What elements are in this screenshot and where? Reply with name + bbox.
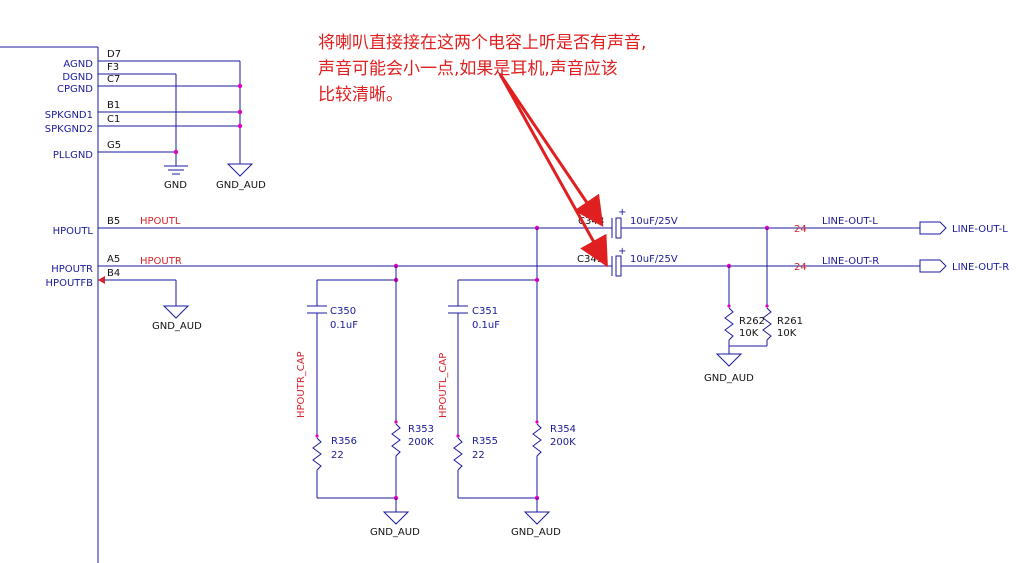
annotation-line-2: 声音可能会小一点,如果是耳机,声音应该 xyxy=(318,59,618,79)
c348-value: 10uF/25V xyxy=(630,216,678,227)
r261-value: 10K xyxy=(777,328,797,339)
c351-ref: C351 xyxy=(472,306,498,317)
c351-value: 0.1uF xyxy=(472,320,500,331)
c349-plus: + xyxy=(618,246,626,257)
gnd-aud-label-top: GND_AUD xyxy=(216,180,266,191)
pin-name-spkgnd2: SPKGND2 xyxy=(45,124,93,135)
pin-number-a5: A5 xyxy=(107,254,120,265)
hp-output-wires: HPOUTL HPOUTR GND_AUD xyxy=(98,216,612,332)
pin-name-hpoutfb: HPOUTFB xyxy=(46,278,94,289)
off-page-connectors: 24 LINE-OUT-L LINE-OUT-L 24 LINE-OUT-R L… xyxy=(794,216,1009,273)
r356-ref: R356 xyxy=(331,436,357,447)
r355-ref: R355 xyxy=(472,436,498,447)
pin-number-d7: D7 xyxy=(107,49,121,60)
ic-pin-names: AGND DGND CPGND SPKGND1 SPKGND2 PLLGND H… xyxy=(45,59,94,289)
page-ref-l: 24 xyxy=(794,224,807,235)
gnd-aud-label-l: GND_AUD xyxy=(511,527,561,538)
net-label-hpoutr-cap: HPOUTR_CAP xyxy=(296,351,307,418)
pin-name-hpoutr: HPOUTR xyxy=(51,264,93,275)
gnd-aud-symbol-top: GND_AUD xyxy=(216,163,266,191)
gnd-label: GND xyxy=(164,180,187,191)
net-label-line-out-l: LINE-OUT-L xyxy=(822,216,878,227)
r356-value: 22 xyxy=(331,450,344,461)
c349-ref: C349 xyxy=(577,254,603,265)
gnd-aud-label-load: GND_AUD xyxy=(704,373,754,384)
pin-number-b1: B1 xyxy=(107,100,120,111)
gnd-symbol: GND xyxy=(164,165,188,191)
annotation-line-1: 将喇叭直接接在这两个电容上听是否有声音, xyxy=(318,33,647,53)
net-label-line-out-r: LINE-OUT-R xyxy=(822,256,879,267)
port-line-out-r: LINE-OUT-R xyxy=(952,262,1009,273)
pin-number-c7: C7 xyxy=(107,74,120,85)
c348-plus: + xyxy=(618,207,626,218)
annotation-line-3: 比较清晰。 xyxy=(318,85,403,105)
r262-ref: R262 xyxy=(739,316,765,327)
pin-name-agnd: AGND xyxy=(63,59,93,70)
r355-value: 22 xyxy=(472,450,485,461)
r354-value: 200K xyxy=(550,437,576,448)
net-label-hpoutr: HPOUTR xyxy=(140,256,182,267)
annotation-arrows xyxy=(498,73,608,268)
pin-number-g5: G5 xyxy=(107,140,121,151)
c350-value: 0.1uF xyxy=(330,320,358,331)
net-label-hpoutl: HPOUTL xyxy=(140,216,181,227)
c349-value: 10uF/25V xyxy=(630,254,678,265)
net-label-hpoutl-cap: HPOUTL_CAP xyxy=(438,353,449,418)
filter-branch-r: C350 0.1uF HPOUTR_CAP R356 22 R353 200K … xyxy=(296,266,434,538)
port-line-out-l: LINE-OUT-L xyxy=(952,224,1008,235)
r353-ref: R353 xyxy=(408,424,434,435)
pin-name-cpgnd: CPGND xyxy=(57,84,93,95)
ic-pin-numbers: D7 F3 C7 B1 C1 G5 B5 A5 B4 xyxy=(107,49,121,279)
c350-ref: C350 xyxy=(330,306,356,317)
pin-number-b4: B4 xyxy=(107,268,120,279)
ground-wiring xyxy=(98,60,243,166)
r261-ref: R261 xyxy=(777,316,803,327)
pin-name-pllgnd: PLLGND xyxy=(53,150,93,161)
ic-symbol xyxy=(0,46,99,563)
gnd-aud-label-fb: GND_AUD xyxy=(152,321,202,332)
gnd-aud-label-r: GND_AUD xyxy=(370,527,420,538)
annotation-note: 将喇叭直接接在这两个电容上听是否有声音, 声音可能会小一点,如果是耳机,声音应该… xyxy=(318,30,738,108)
r353-value: 200K xyxy=(408,437,434,448)
r354-ref: R354 xyxy=(550,424,576,435)
pin-name-dgnd: DGND xyxy=(62,72,93,83)
pin-name-hpoutl: HPOUTL xyxy=(53,226,94,237)
pin-number-f3: F3 xyxy=(107,62,119,73)
load-resistors: GND_AUD R262 10K R261 10K xyxy=(704,225,803,384)
filter-branch-l: C351 0.1uF HPOUTL_CAP R355 22 R354 200K … xyxy=(438,228,576,538)
pin-name-spkgnd1: SPKGND1 xyxy=(45,110,93,121)
page-ref-r: 24 xyxy=(794,262,807,273)
pin-number-b5: B5 xyxy=(107,216,120,227)
pin-number-c1: C1 xyxy=(107,114,120,125)
r262-value: 10K xyxy=(739,328,759,339)
